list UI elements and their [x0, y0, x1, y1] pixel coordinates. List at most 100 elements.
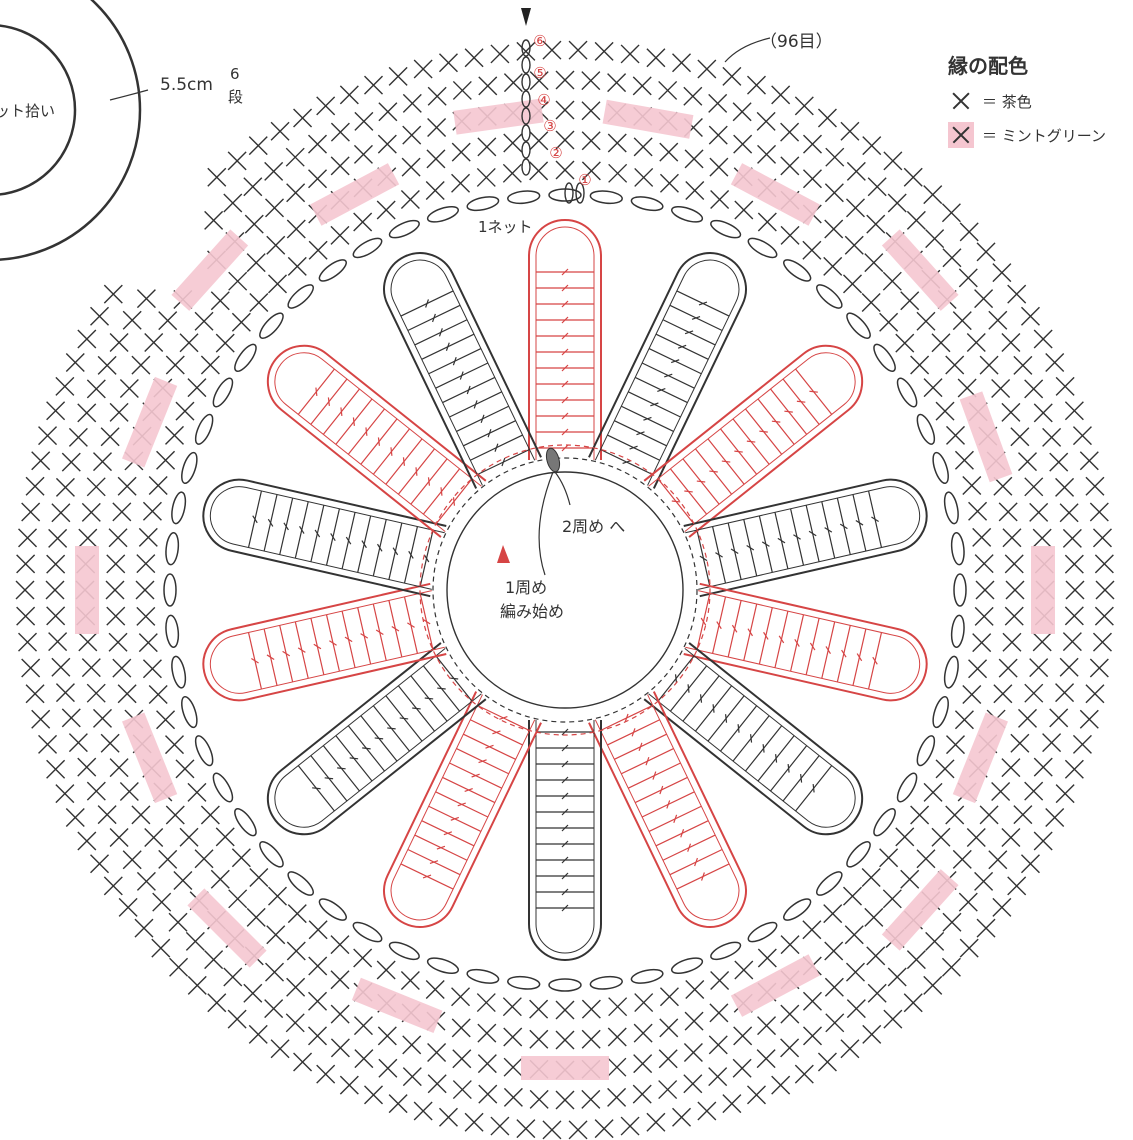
petal-inner-outline [685, 590, 921, 694]
chain-loop-ring [163, 188, 967, 992]
double-crochet-bar [561, 380, 569, 388]
single-crochet-stitch [51, 503, 71, 523]
single-crochet-stitch [992, 263, 1012, 283]
double-crochet-bar [492, 730, 501, 735]
single-crochet-stitch [330, 970, 350, 990]
single-crochet-stitch [709, 1003, 729, 1023]
single-crochet-stitch [152, 892, 172, 912]
double-crochet-bar [657, 388, 666, 392]
single-crochet-stitch [1007, 284, 1027, 304]
double-crochet-bar [487, 429, 492, 438]
single-crochet-stitch [51, 657, 71, 677]
single-crochet-stitch [895, 333, 915, 353]
single-crochet-stitch [923, 185, 943, 205]
single-crochet-stitch [1020, 306, 1040, 326]
double-crochet-bar [855, 520, 864, 526]
single-crochet-stitch [68, 427, 88, 447]
single-crochet-stitch [959, 222, 979, 242]
petal-inner-outline [594, 259, 740, 486]
single-crochet-stitch [55, 683, 75, 703]
single-crochet-stitch [941, 203, 961, 223]
single-crochet-stitch [988, 310, 1008, 330]
single-crochet-stitch [974, 871, 994, 891]
double-crochet-bar [561, 840, 569, 848]
double-crochet-bar [471, 773, 480, 778]
chain-stitch [521, 39, 531, 57]
single-crochet-stitch [991, 378, 1011, 398]
single-crochet-stitch [1001, 758, 1021, 778]
single-crochet-stitch [962, 684, 982, 704]
single-crochet-stitch [215, 333, 235, 353]
single-crochet-stitch [81, 502, 101, 522]
double-crochet-bar [691, 315, 701, 320]
petal-outline [683, 582, 928, 702]
single-crochet-stitch [710, 971, 730, 991]
single-crochet-stitch [503, 133, 523, 153]
single-crochet-stitch [210, 869, 230, 889]
double-crochet-bar [337, 767, 346, 770]
single-crochet-stitch [709, 157, 729, 177]
single-crochet-stitch [542, 1120, 562, 1140]
mint-green-highlight [122, 712, 178, 804]
single-crochet-stitch [156, 710, 176, 730]
single-crochet-stitch [187, 782, 207, 802]
single-crochet-stitch [287, 256, 307, 276]
single-crochet-stitch [490, 44, 510, 64]
single-crochet-stitch [400, 189, 420, 209]
mint-green-highlight [952, 712, 1008, 804]
single-crochet-stitch [993, 476, 1013, 496]
chain-stitch [630, 968, 664, 984]
single-crochet-stitch [825, 1013, 845, 1033]
single-crochet-stitch [16, 606, 36, 626]
single-crochet-stitch [109, 402, 129, 422]
single-crochet-stitch [477, 1023, 497, 1043]
single-crochet-stitch [364, 75, 384, 95]
leader-line [724, 37, 771, 63]
petal [683, 582, 928, 702]
single-crochet-stitch [844, 235, 864, 255]
single-crochet-stitch [204, 210, 224, 230]
single-crochet-stitch [568, 40, 588, 60]
single-crochet-stitch [248, 136, 268, 156]
single-crochet-stitch [135, 580, 155, 600]
single-crochet-stitch [1033, 831, 1053, 851]
double-crochet-bar [561, 792, 569, 800]
double-crochet-bar [457, 802, 466, 807]
single-crochet-stitch [402, 93, 422, 113]
chain-stitch [287, 284, 314, 309]
single-crochet-stitch [529, 999, 549, 1019]
single-crochet-stitch [840, 121, 860, 141]
single-crochet-stitch [144, 333, 164, 353]
inner-arc-line [0, 24, 77, 196]
center-foundation-ring [419, 444, 711, 736]
double-crochet-bar [747, 628, 754, 637]
chain-stitch [943, 655, 959, 689]
double-crochet-bar [734, 450, 743, 453]
double-crochet-bar [422, 874, 432, 879]
single-crochet-stitch [503, 1057, 523, 1077]
double-crochet-bar [494, 443, 499, 452]
single-crochet-stitch [555, 100, 575, 120]
single-crochet-stitch [968, 501, 988, 521]
double-crochet-bar [561, 444, 569, 452]
single-crochet-stitch [581, 1089, 601, 1109]
chain-stitch [521, 56, 531, 74]
single-crochet-stitch [65, 808, 85, 828]
petal-inner-outline [648, 647, 856, 828]
single-crochet-stitch [708, 93, 728, 113]
single-crochet-stitch [38, 426, 58, 446]
single-crochet-stitch [935, 401, 955, 421]
single-crochet-stitch [45, 580, 65, 600]
single-crochet-stitch [910, 355, 930, 375]
single-crochet-stitch [658, 80, 678, 100]
petal [266, 642, 487, 836]
petal-inner-outline [535, 226, 595, 460]
double-crochet-bar [349, 757, 359, 760]
single-crochet-stitch [824, 941, 844, 961]
chain-stitch [165, 532, 180, 566]
double-crochet-bar [387, 727, 396, 730]
single-crochet-stitch [945, 805, 965, 825]
chain-stitch [950, 532, 965, 566]
petal [643, 344, 864, 538]
single-crochet-stitch [339, 1075, 359, 1095]
